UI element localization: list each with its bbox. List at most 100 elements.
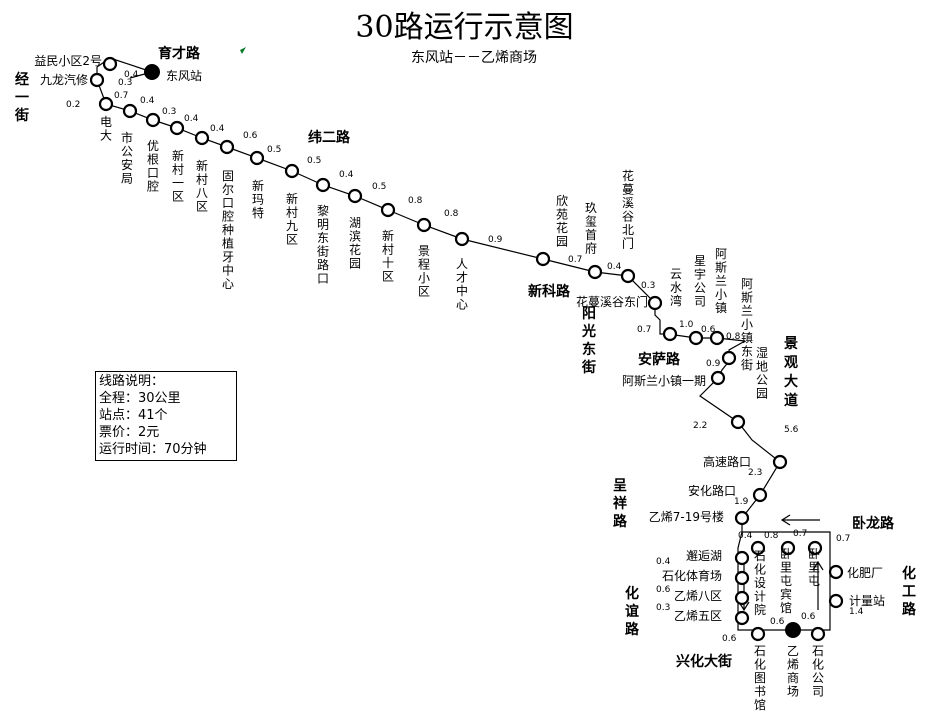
distance-label-d36: 0.3 [656,603,670,613]
stop-s38[interactable] [734,610,750,626]
stop-s36[interactable] [734,570,750,586]
stop-s39[interactable] [750,626,766,642]
station-label-s21-char: 云 [670,267,682,281]
road-label-r7-char: 大 [784,373,798,390]
stop-s37[interactable] [734,590,750,606]
route-info-heading: 线路说明： [99,374,165,389]
station-label-s11-char: 区 [286,233,298,247]
distance-label-d10: 0.5 [267,145,281,155]
stop-s23[interactable] [709,330,725,346]
station-label-s30-char: 计 [754,590,766,604]
stop-s14[interactable] [380,202,396,218]
stop-s35[interactable] [734,550,750,566]
station-label-s16-char: 人 [456,257,468,271]
station-label-s21: 云水湾 [670,267,682,308]
stop-s34[interactable] [828,593,844,609]
station-label-s31-char: 卧 [780,547,792,561]
station-label-s6-char: 腔 [147,179,159,194]
station-label-s24-char: 镇 [741,331,753,345]
road-label-r2-char: 一 [15,90,29,106]
station-label-s31-char: 屯 [780,574,792,588]
stop-s13[interactable] [347,188,363,204]
stop-s30[interactable] [750,540,766,556]
station-label-s27: 高速路口 [703,454,751,469]
stop-s12[interactable] [315,177,331,193]
station-label-s9-char: 心 [222,277,234,291]
stop-s17[interactable] [535,251,551,267]
station-label-s8-char: 新 [196,158,208,173]
station-label-s13-char: 花 [349,242,361,257]
stop-s26[interactable] [730,414,746,430]
stop-s19[interactable] [620,268,636,284]
road-label-r8: 呈祥路 [613,478,628,530]
station-label-s17-char: 苑 [556,208,568,222]
station-label-s3: 九龙汽修 [40,72,88,87]
stop-s2[interactable] [102,56,118,72]
station-label-s4-char: 大 [100,129,112,143]
stop-s4[interactable] [98,96,114,112]
stop-s33[interactable] [828,564,844,580]
station-label-s14-char: 新 [382,228,394,243]
road-label-r1: 育才路 [158,45,201,62]
station-label-s22-char: 宇 [694,268,706,282]
stop-s11[interactable] [284,163,300,179]
station-label-s23-char: 镇 [715,301,727,315]
station-label-s32-char: 里 [808,561,820,575]
road-label-r5-char: 东 [582,341,596,358]
stop-s29[interactable] [734,510,750,526]
stop-s28[interactable] [752,487,768,503]
station-label-s9-char: 尔 [222,182,234,197]
stop-s31[interactable] [780,540,796,556]
station-label-s30-char: 设 [754,576,766,590]
terminal-stop-s1[interactable] [144,64,160,80]
road-label-r2: 经一街 [14,71,29,124]
distance-label-d19: 0.3 [641,281,655,291]
route-subtitle: 东风站－－乙烯商场 [411,50,537,66]
terminal-stop-s40[interactable] [785,622,801,638]
route-info-total: 全程：30公里 [99,391,181,406]
stop-s15[interactable] [416,217,432,233]
station-label-s22-char: 司 [694,295,706,309]
stop-s9[interactable] [219,139,235,155]
stop-s32[interactable] [807,540,823,556]
stop-s5[interactable] [122,103,138,119]
stop-s27[interactable] [772,454,788,470]
station-label-s31-char: 里 [780,561,792,575]
stop-s21[interactable] [662,326,678,342]
stop-s8[interactable] [194,130,210,146]
distance-label-d5: 0.4 [140,96,155,106]
station-label-s8-char: 区 [196,200,208,214]
station-label-s12-char: 路 [317,257,329,272]
stop-s24[interactable] [721,350,737,366]
stop-s25[interactable] [710,370,726,386]
stop-s10[interactable] [249,150,265,166]
distance-label-d35: 0.6 [656,585,671,595]
stop-s22[interactable] [688,330,704,346]
station-label-s40-char: 商 [787,670,799,685]
stop-s7[interactable] [169,120,185,136]
station-label-s4-char: 电 [100,115,112,129]
road-label-r5-char: 阳 [582,306,596,322]
station-label-s7-char: 区 [172,190,184,204]
station-label-s10-char: 特 [252,205,264,220]
stop-s6[interactable] [145,112,161,128]
map-title: 30路运行示意图 [355,10,574,45]
road-label-r12: 兴化大街 [676,653,732,670]
stop-s41[interactable] [810,626,826,642]
station-label-s39-char: 书 [754,685,766,699]
stop-s20[interactable] [647,295,663,311]
stop-s16[interactable] [454,231,470,247]
station-label-s1: 东风站 [166,69,202,83]
station-label-s12-char: 街 [317,245,329,259]
stop-s18[interactable] [587,264,603,280]
distance-label-d37: 0.6 [722,634,737,644]
stop-s3[interactable] [89,72,105,88]
